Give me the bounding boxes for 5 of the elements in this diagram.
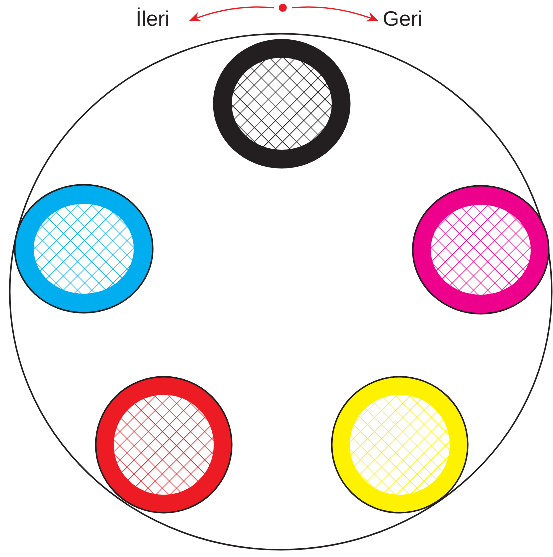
arrow — [189, 6, 274, 22]
direction-label: Geri — [383, 8, 423, 31]
direction-label: İleri — [136, 8, 170, 31]
pivot-dot — [279, 4, 287, 12]
arrow — [292, 6, 379, 22]
